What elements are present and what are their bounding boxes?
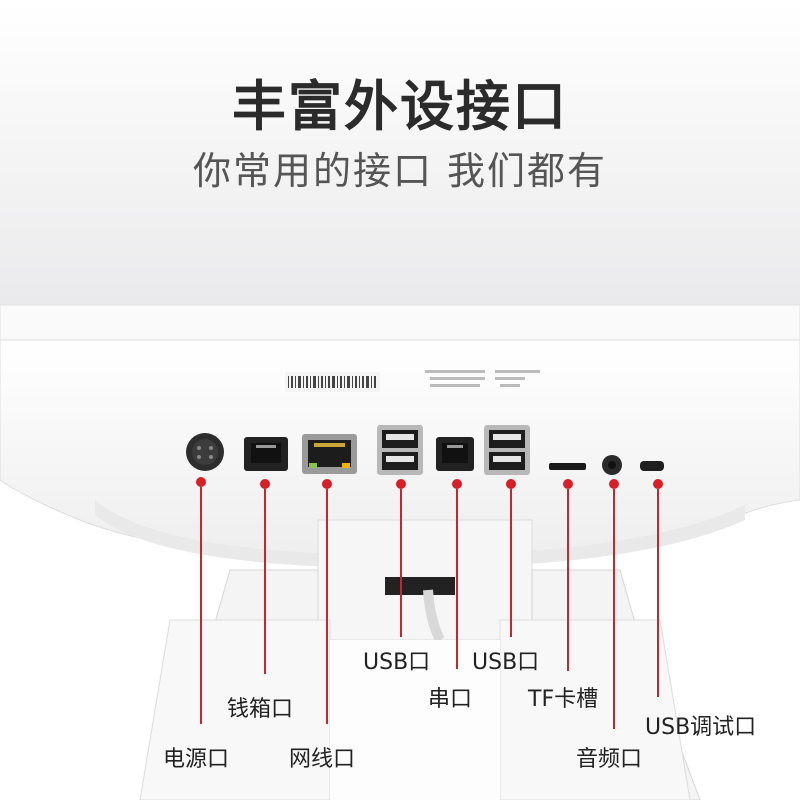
label-usb-debug: USB调试口 [645,715,757,740]
serial-port-icon [436,437,474,471]
label-tf: TF卡槽 [528,687,599,712]
network-port-icon [302,434,357,474]
label-serial: 串口 [428,687,473,712]
audio-leader [613,489,615,729]
audio-dot [609,479,619,489]
serial-leader [456,489,458,669]
page-subtitle: 你常用的接口 我们都有 [192,149,608,193]
micro-usb-port-icon [640,461,664,471]
network-dot [322,479,332,489]
power-dot [196,477,206,487]
label-cashbox: 钱箱口 [227,697,294,722]
tf-dot [563,479,573,489]
usb-2-leader [510,489,512,637]
label-network: 网线口 [289,747,356,772]
barcode-sticker [285,370,540,392]
usb-debug-dot [653,479,663,489]
page-title: 丰富外设接口 [232,75,568,138]
usb-2-dot [506,479,516,489]
audio-port-icon [602,455,622,475]
label-usb-2: USB口 [472,650,540,675]
network-leader [326,489,328,724]
cashbox-dot [260,479,270,489]
header-background [0,0,800,320]
usb-1-leader [400,489,402,637]
usb-debug-leader [657,489,659,697]
cashbox-leader [264,489,266,674]
serial-dot [452,479,462,489]
power-port-icon [186,433,224,471]
usb-1-dot [396,479,406,489]
tf-leader [567,489,569,671]
tf-slot-icon [549,463,586,470]
usb-port-2-icon [484,425,530,475]
label-power: 电源口 [163,747,230,772]
power-leader [200,487,202,724]
usb-port-1-icon [377,425,423,475]
label-usb-1: USB口 [363,650,431,675]
cashbox-port-icon [244,437,288,471]
label-audio: 音频口 [576,747,643,772]
